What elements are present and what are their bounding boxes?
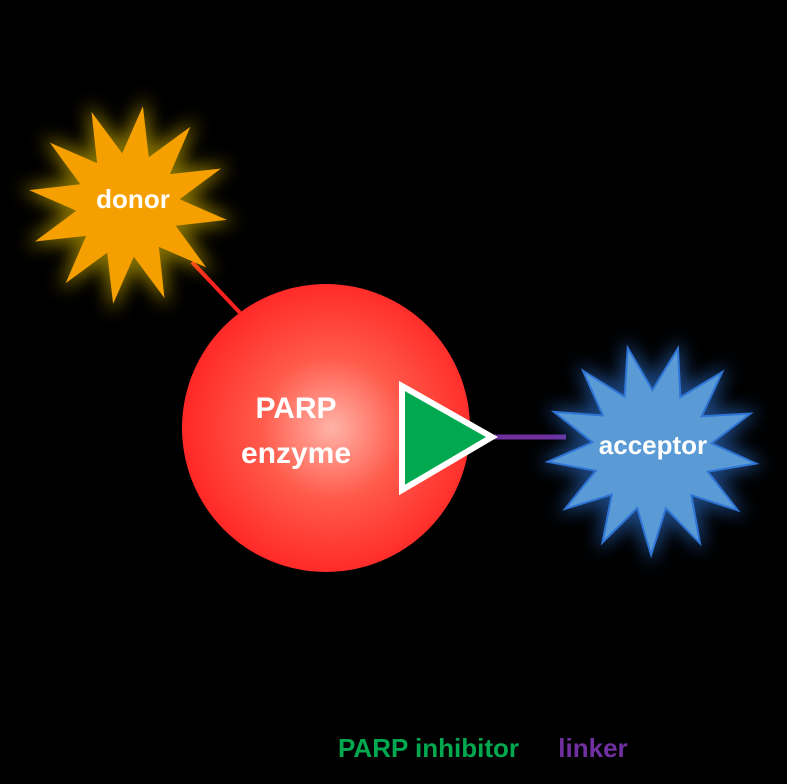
donor-shape: [29, 106, 227, 304]
donor-label: donor: [96, 184, 170, 214]
donor-starburst: donor: [19, 96, 237, 314]
enzyme-sphere: [182, 284, 470, 572]
legend: PARP inhibitor linker: [338, 733, 628, 764]
acceptor-label: acceptor: [599, 430, 707, 460]
parp-enzyme: PARP enzyme: [182, 284, 470, 572]
parp-inhibitor-triangle: [399, 380, 498, 496]
donor-enzyme-link: [190, 260, 245, 318]
legend-inhibitor: PARP inhibitor: [338, 733, 520, 763]
acceptor-shape: [544, 344, 760, 559]
enzyme-label-line2: enzyme: [241, 437, 351, 470]
enzyme-label-line1: PARP: [255, 392, 336, 425]
acceptor-starburst: acceptor: [537, 338, 766, 565]
legend-linker: linker: [558, 733, 628, 763]
